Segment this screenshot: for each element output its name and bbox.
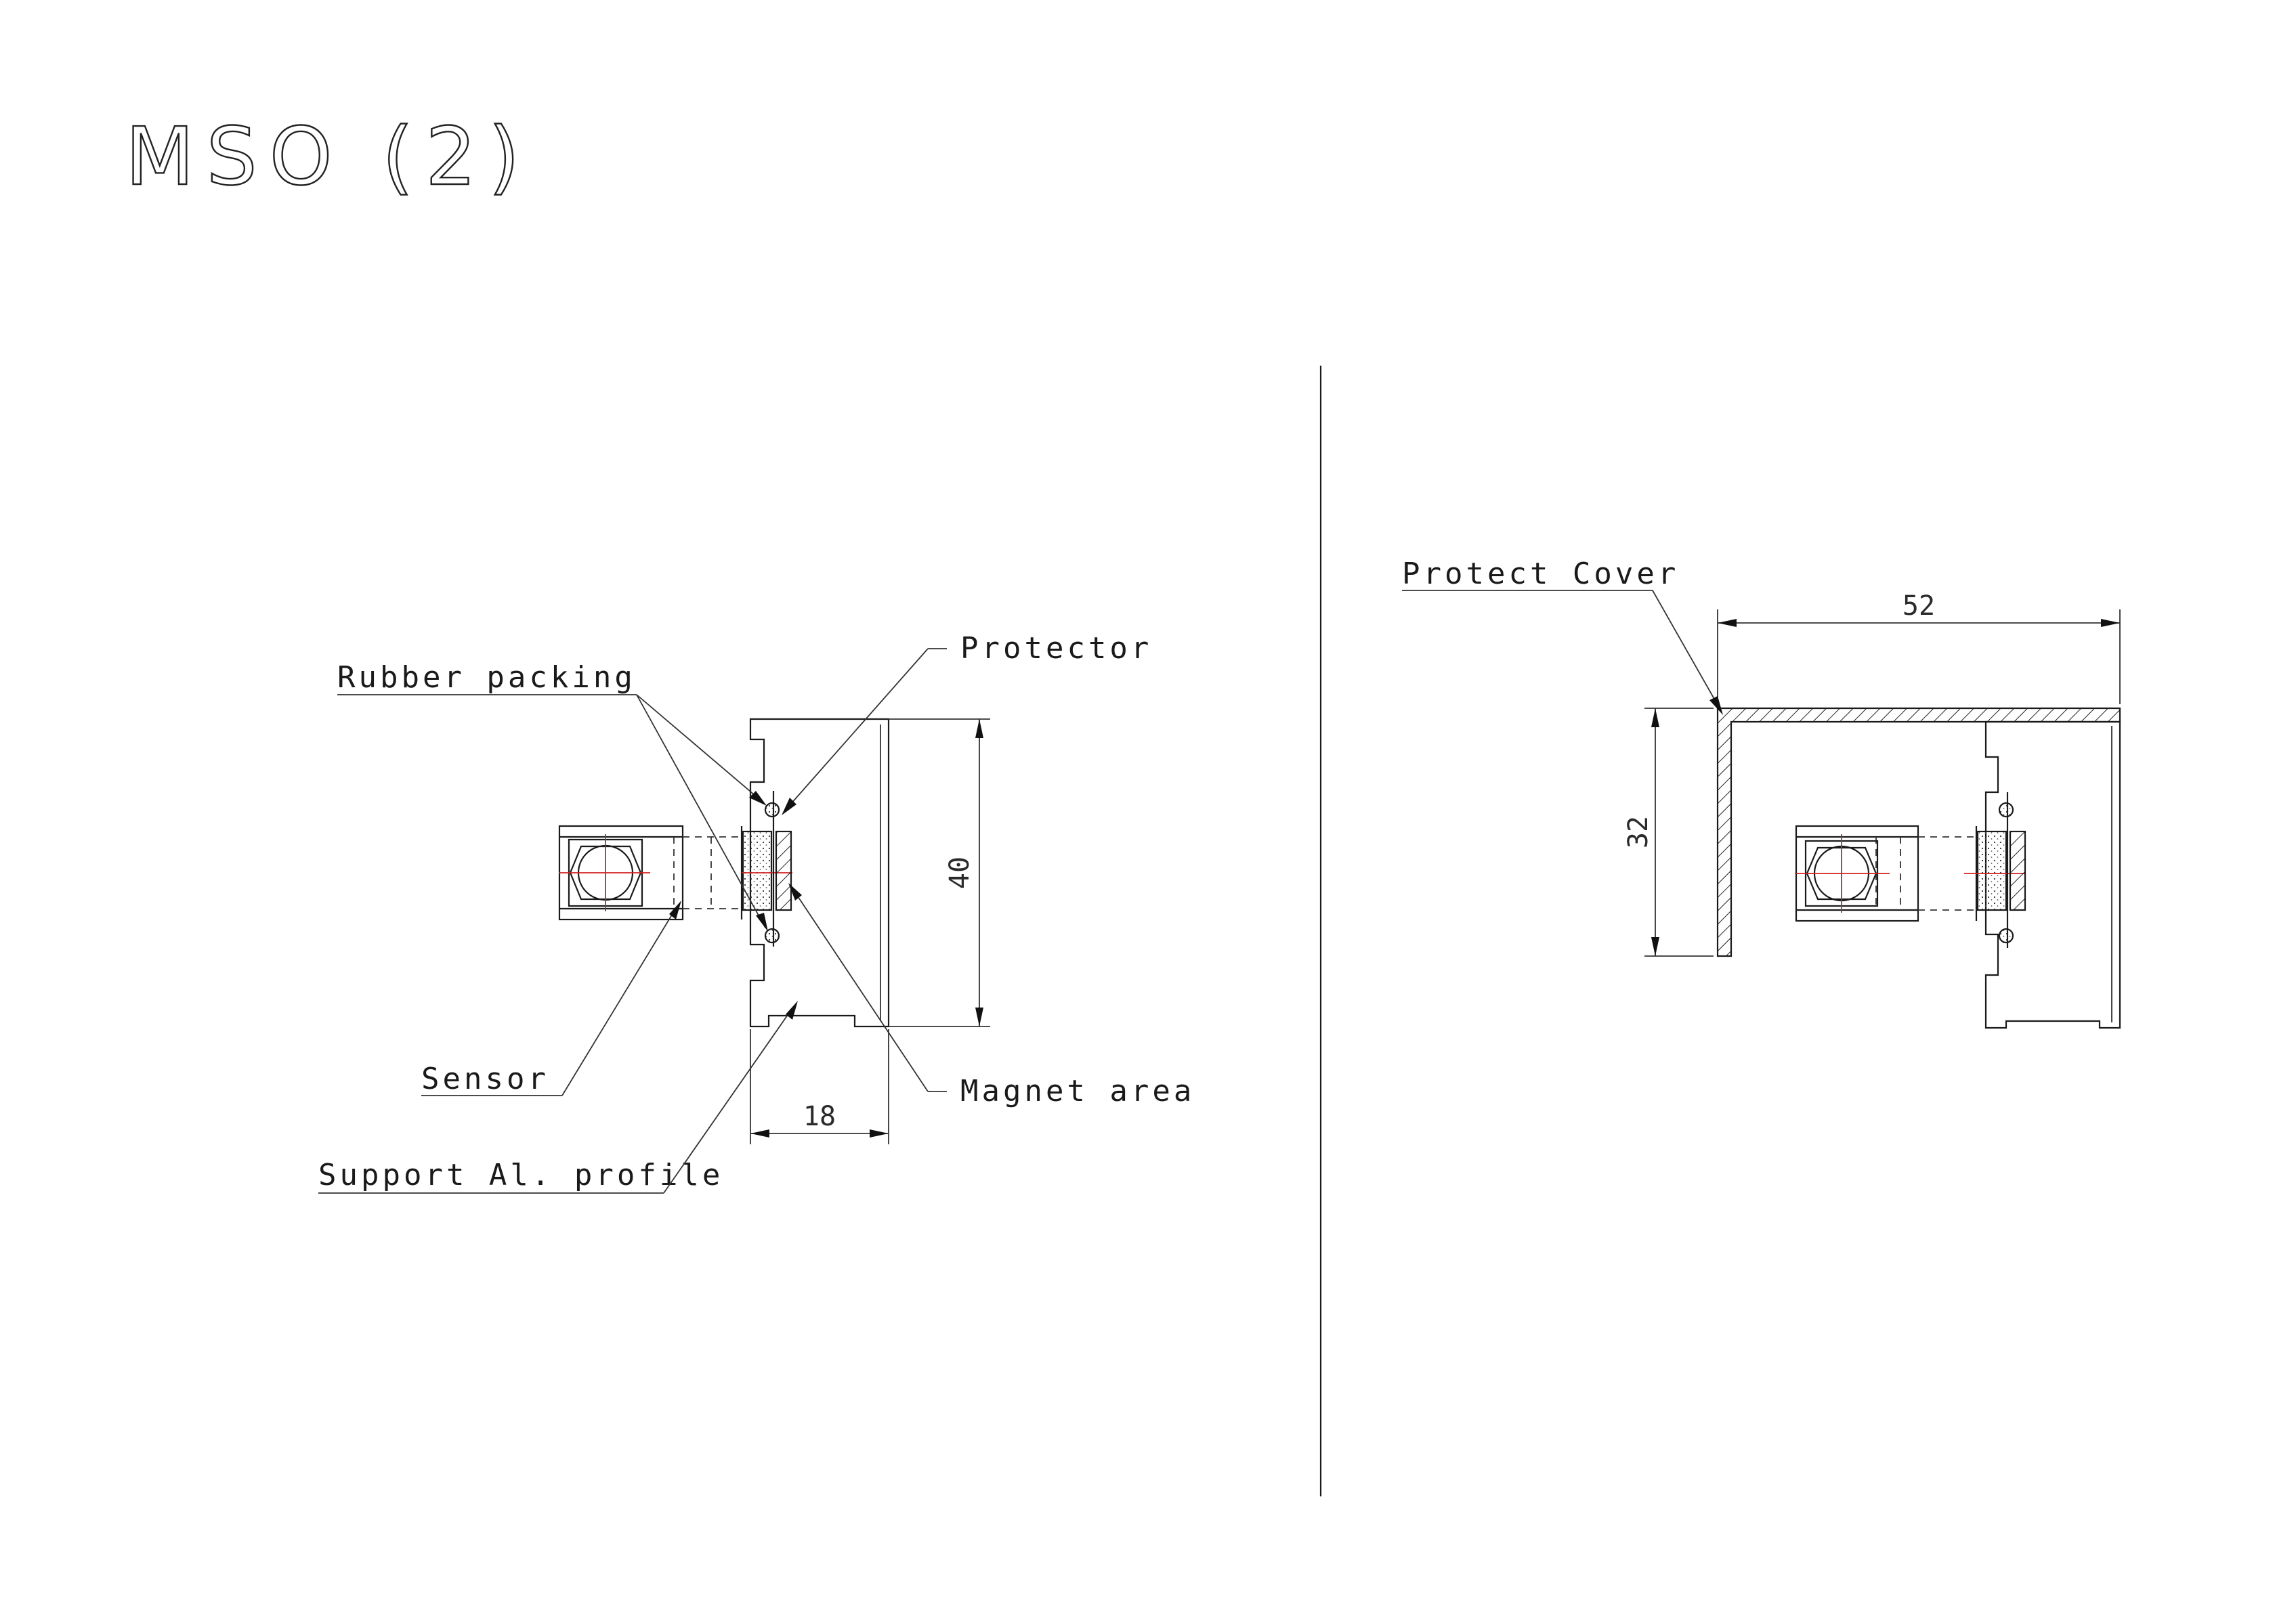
label-protector: Protector — [960, 631, 1152, 666]
label-sensor: Sensor — [421, 1062, 549, 1096]
label-magnet-area: Magnet area — [960, 1074, 1195, 1108]
dimension-32: 32 — [1623, 708, 1714, 957]
protect-cover — [1716, 707, 2121, 957]
left-view: 40 18 Rubber packing Protector — [318, 631, 1195, 1194]
leader-support-profile: Support Al. profile — [318, 1001, 798, 1194]
dimension-18: 18 — [750, 1029, 889, 1144]
dimension-40: 40 — [889, 718, 990, 1027]
dimension-18-label: 18 — [803, 1101, 836, 1132]
dimension-40-label: 40 — [944, 857, 975, 889]
right-view: 52 32 Protect Cover — [1402, 557, 2121, 1029]
label-rubber-packing: Rubber packing — [337, 660, 636, 695]
dimension-32-label: 32 — [1623, 816, 1654, 848]
right-support-profile — [1984, 720, 2121, 1029]
drawing-title: MSO (2) — [125, 110, 532, 203]
dimension-52-label: 52 — [1902, 590, 1935, 622]
right-sensor-body — [1795, 792, 2026, 948]
label-protect-cover: Protect Cover — [1402, 557, 1679, 591]
leader-magnet-area: Magnet area — [788, 883, 1195, 1108]
leader-protector: Protector — [782, 631, 1152, 815]
leader-protect-cover: Protect Cover — [1402, 557, 1723, 715]
dimension-52: 52 — [1717, 590, 2121, 704]
leader-sensor: Sensor — [421, 901, 681, 1096]
sensor-body — [558, 791, 792, 947]
support-profile-outline — [749, 718, 890, 1028]
leader-rubber-packing: Rubber packing — [337, 660, 768, 932]
label-support-profile: Support Al. profile — [318, 1158, 723, 1192]
